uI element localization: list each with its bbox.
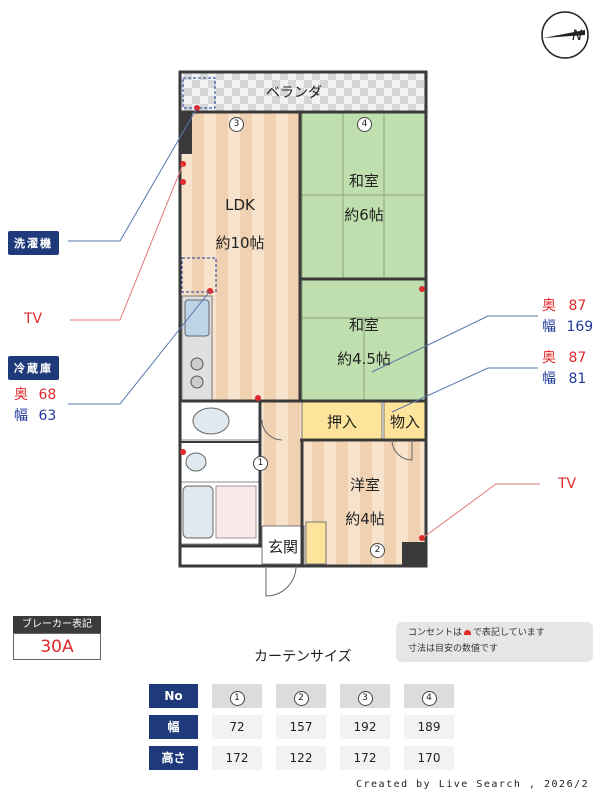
monoire-width-value: 81 (568, 371, 587, 387)
window-marker-4: 4 (357, 117, 372, 132)
compass-icon: N (541, 11, 589, 59)
oshiire-width-label: 幅 (542, 319, 556, 335)
outlet-legend-icon (464, 630, 472, 635)
fridge-depth-value: 68 (38, 387, 57, 403)
window-marker-2: 2 (370, 543, 385, 558)
monoire-depth-value: 87 (568, 350, 587, 366)
curtain-height-1: 172 (212, 746, 262, 770)
fridge-width-label: 幅 (14, 408, 28, 424)
fridge-depth: 奥 68 (14, 384, 56, 404)
oshiire-label: 押入 (326, 413, 357, 431)
monoire-width: 幅 81 (542, 368, 586, 388)
oshiire-width: 幅 169 (542, 316, 593, 336)
curtain-width-3: 192 (340, 715, 390, 739)
door-swing-washroom (261, 419, 283, 441)
bathtub-icon (182, 485, 214, 539)
fridge-width-value: 63 (38, 408, 57, 424)
tv-left-label: TV (24, 311, 43, 327)
oshiire-depth-value: 87 (568, 298, 587, 314)
curtain-title: カーテンサイズ (254, 649, 352, 665)
curtain-header-no: No (149, 684, 198, 708)
svg-text:N: N (572, 28, 583, 44)
window-marker-3: 3 (229, 117, 244, 132)
toilet-icon (192, 407, 230, 435)
door-swing-yoshitsu (391, 439, 413, 461)
oshiire-depth: 奥 87 (542, 295, 586, 315)
fridge-width: 幅 63 (14, 405, 56, 425)
washitsu-45-size: 約4.5帖 (337, 350, 391, 368)
curtain-no-1: 1 (212, 684, 262, 708)
fridge-depth-label: 奥 (14, 387, 28, 403)
monoire-label: 物入 (389, 413, 420, 431)
shoe-rack (305, 521, 327, 565)
monoire-depth-label: 奥 (542, 350, 556, 366)
curtain-height-4: 170 (404, 746, 454, 770)
oshiire-width-value: 169 (566, 319, 594, 335)
curtain-header-height: 高さ (149, 746, 198, 770)
window-marker-1: 1 (253, 456, 268, 471)
yoshitsu-size: 約4帖 (345, 510, 385, 528)
callout-leaders (68, 107, 538, 413)
footer-credit: Created by Live Search , 2026/2 (356, 779, 590, 790)
washer-tag: 洗濯機 (8, 231, 59, 255)
door-swing-lower (265, 565, 297, 597)
breaker-title: ブレーカー表記 (13, 616, 101, 633)
tv-right-label: TV (558, 476, 577, 492)
veranda-label: ベランダ (266, 85, 322, 101)
fridge-tag: 冷蔵庫 (8, 356, 59, 380)
oshiire-depth-label: 奥 (542, 298, 556, 314)
curtain-width-1: 72 (212, 715, 262, 739)
ldk-size: 約10帖 (215, 234, 265, 252)
washitsu-45-label: 和室 (348, 316, 379, 334)
curtain-no-2: 2 (276, 684, 326, 708)
note-box: コンセントはで表記しています 寸法は目安の数値です (396, 622, 593, 662)
note-line-1: コンセントはで表記しています (408, 628, 545, 638)
curtain-no-3: 3 (340, 684, 390, 708)
genkan-label: 玄関 (267, 538, 298, 556)
fridge-spot (181, 257, 217, 293)
note-line-2: 寸法は目安の数値です (408, 644, 499, 654)
genkan-area (261, 525, 305, 565)
curtain-height-3: 172 (340, 746, 390, 770)
sink-icon (185, 452, 207, 472)
washitsu-6-label: 和室 (348, 172, 379, 190)
curtain-width-2: 157 (276, 715, 326, 739)
ldk-label: LDK (225, 196, 255, 214)
breaker-value: 30A (13, 633, 101, 660)
curtain-header-width: 幅 (149, 715, 198, 739)
monoire-depth: 奥 87 (542, 347, 586, 367)
washitsu-6-size: 約6帖 (344, 206, 384, 224)
curtain-no-4: 4 (404, 684, 454, 708)
kitchen-sink-icon (184, 299, 210, 337)
curtain-width-4: 189 (404, 715, 454, 739)
curtain-height-2: 122 (276, 746, 326, 770)
stove-icon (190, 357, 204, 371)
monoire-width-label: 幅 (542, 371, 556, 387)
yoshitsu-label: 洋室 (349, 476, 380, 494)
